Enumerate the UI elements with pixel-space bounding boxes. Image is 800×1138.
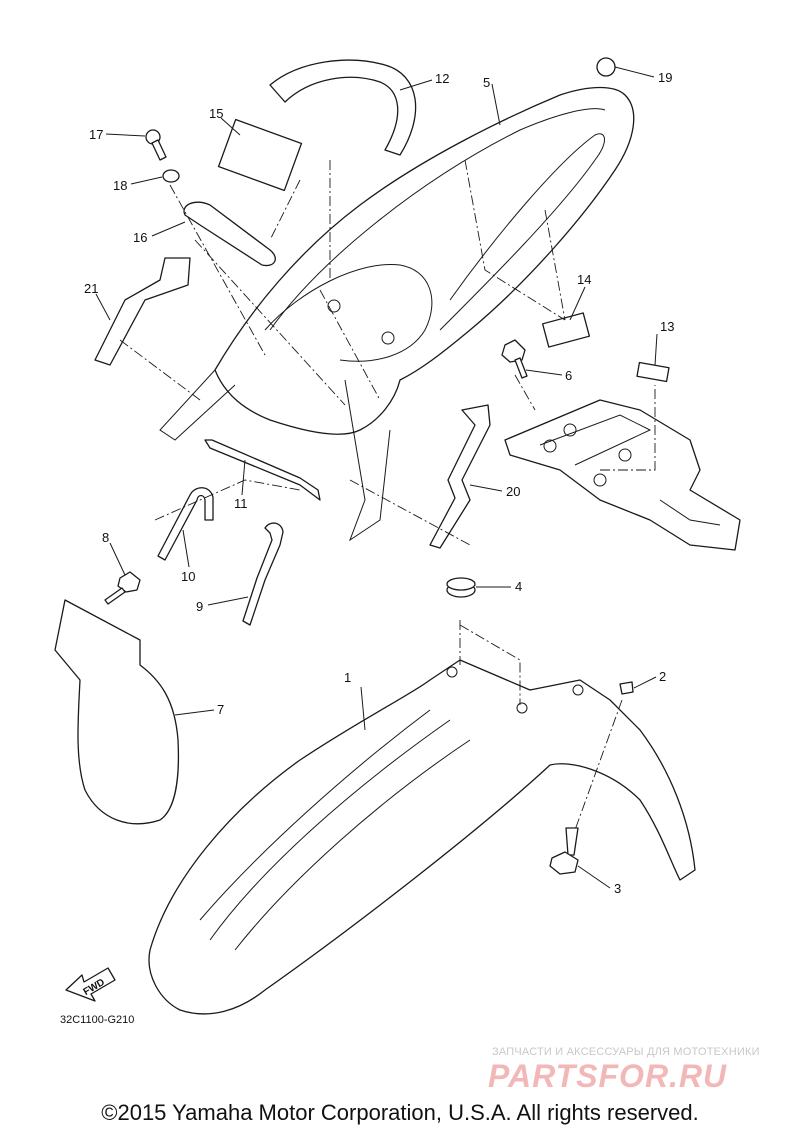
fwd-arrow-icon: FWD — [65, 967, 116, 1002]
pad-14-part — [541, 312, 591, 348]
mudflap-7-part — [54, 599, 180, 825]
callout-2: 2 — [659, 669, 666, 684]
bolt-3-part — [549, 827, 579, 875]
callout-3: 3 — [614, 881, 621, 896]
callout-6: 6 — [565, 368, 572, 383]
band-16-part — [183, 201, 276, 267]
callout-9: 9 — [196, 599, 203, 614]
copyright-notice: ©2015 Yamaha Motor Corporation, U.S.A. A… — [101, 1100, 699, 1125]
callout-18: 18 — [113, 178, 127, 193]
grommet-4-part — [446, 577, 476, 598]
bolt-8-part — [104, 571, 141, 605]
tail-bracket-part — [504, 399, 741, 551]
callout-4: 4 — [515, 579, 522, 594]
pad-15-part — [217, 118, 303, 192]
callout-labels: 1 2 3 4 5 6 7 8 9 10 11 12 13 14 15 16 1… — [84, 70, 674, 896]
clip-2-part — [619, 681, 634, 695]
bolt-6-part — [501, 339, 528, 379]
front-fender-part — [148, 659, 696, 1015]
leader-lines — [95, 66, 658, 889]
callout-14: 14 — [577, 272, 591, 287]
clip-19-part — [596, 57, 616, 77]
grab-strap-part — [269, 59, 417, 156]
pad-13-part — [636, 361, 670, 383]
callout-10: 10 — [181, 569, 195, 584]
callout-7: 7 — [217, 702, 224, 717]
drawing-code: 32C1100-G210 — [60, 1014, 134, 1026]
washer-18-part — [162, 169, 180, 183]
callout-12: 12 — [435, 71, 449, 86]
fwd-label: FWD — [82, 977, 107, 998]
callout-16: 16 — [133, 230, 147, 245]
callout-11: 11 — [234, 496, 248, 511]
callout-19: 19 — [658, 70, 672, 85]
screw-17-part — [145, 129, 167, 161]
callout-20: 20 — [506, 484, 520, 499]
watermark-brand: PARTSFOR.RU — [488, 1058, 728, 1094]
callout-13: 13 — [660, 319, 674, 334]
callout-15: 15 — [209, 106, 223, 121]
callout-1: 1 — [344, 670, 351, 685]
pad-21-part — [94, 257, 191, 366]
clamp-9-part — [242, 522, 284, 626]
watermark-subtitle: ЗАПЧАСТИ И АКСЕССУАРЫ ДЛЯ МОТОТЕХНИКИ — [492, 1046, 760, 1058]
bracket-11-part — [204, 439, 321, 501]
callout-17: 17 — [89, 127, 103, 142]
clamp-10-part — [157, 487, 214, 561]
callout-5: 5 — [483, 75, 490, 90]
reference-lines — [119, 159, 656, 831]
callout-21: 21 — [84, 281, 98, 296]
pad-20-part — [429, 404, 491, 549]
callout-8: 8 — [102, 530, 109, 545]
